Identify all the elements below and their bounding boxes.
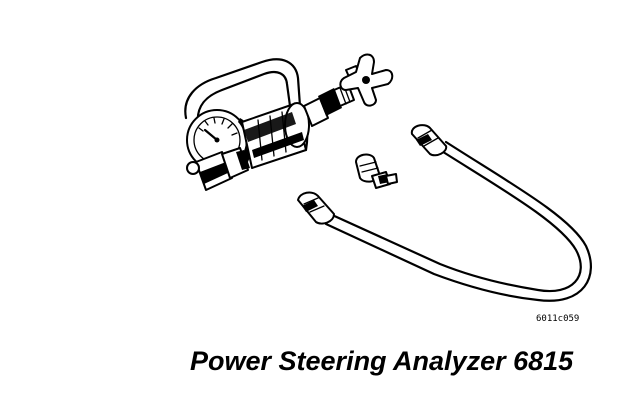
hose-fitting-lower bbox=[297, 191, 335, 225]
figure-reference-code: 6011c059 bbox=[536, 314, 580, 324]
flex-hose bbox=[297, 124, 592, 302]
hose-fitting-upper bbox=[410, 124, 448, 157]
gauge-inlet-fitting bbox=[186, 147, 250, 191]
analyzer-body bbox=[241, 102, 310, 169]
adapter-fitting bbox=[355, 153, 398, 189]
shutoff-valve bbox=[303, 53, 394, 127]
return-hose-loop bbox=[184, 58, 302, 126]
figure-caption: Power Steering Analyzer 6815 bbox=[190, 346, 574, 376]
